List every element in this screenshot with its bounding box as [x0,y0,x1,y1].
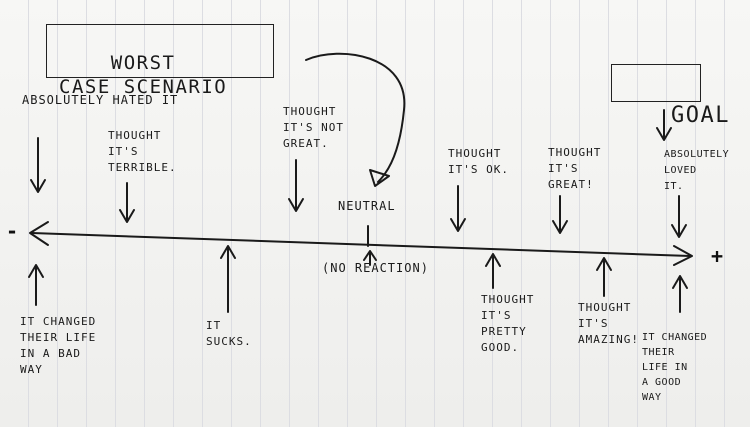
arrow-down-loved [671,195,687,238]
label-absolutely-hated: ABSOLUTELY HATED IT [22,93,179,107]
scale-axis-line [31,232,691,257]
label-good-way: IT CHANGED THEIR LIFE IN A GOOD WAY [642,332,708,403]
arrow-down-terrible [119,182,135,223]
goal-box: GOAL [611,64,728,128]
worst-case-label: WORST CASE SCENARIO [59,52,228,98]
label-amazing: THOUGHT IT'S AMAZING! [578,301,639,346]
curved-arrow-to-neutral [305,52,406,183]
label-pretty-good: THOUGHT IT'S PRETTY GOOD. [481,293,535,354]
arrow-up-bad-way [28,264,44,306]
worst-case-box: WORST CASE SCENARIO [46,24,274,98]
arrow-up-sucks [220,245,236,313]
arrow-up-amazing [596,257,612,297]
arrow-up-no-reaction [363,250,377,266]
arrow-up-pretty-good [485,253,501,289]
arrow-down-hated [30,137,46,193]
arrow-down-ok [450,185,466,232]
label-bad-way: IT CHANGED THEIR LIFE IN A BAD WAY [20,315,97,376]
label-absolutely-loved: ABSOLUTELY LOVED IT. [664,149,730,192]
arrow-up-good-way [672,275,688,313]
axis-right-arrowhead [673,245,693,266]
label-great: THOUGHT IT'S GREAT! [548,146,602,191]
axis-left-arrowhead [29,221,49,246]
label-no-reaction: (NO REACTION) [322,261,429,275]
goal-label: GOAL [670,103,730,128]
minus-sign: - [6,219,19,243]
label-neutral: NEUTRAL [338,199,396,213]
arrow-down-not-great [288,159,304,212]
arrow-down-great [552,195,568,234]
label-not-great: THOUGHT IT'S NOT GREAT. [283,105,344,150]
arrow-down-goal [656,109,672,141]
label-sucks: IT SUCKS. [206,319,252,348]
plus-sign: + [711,244,724,268]
label-ok: THOUGHT IT'S OK. [448,147,509,176]
label-terrible: THOUGHT IT'S TERRIBLE. [108,129,177,174]
curved-arrowhead [369,169,390,187]
